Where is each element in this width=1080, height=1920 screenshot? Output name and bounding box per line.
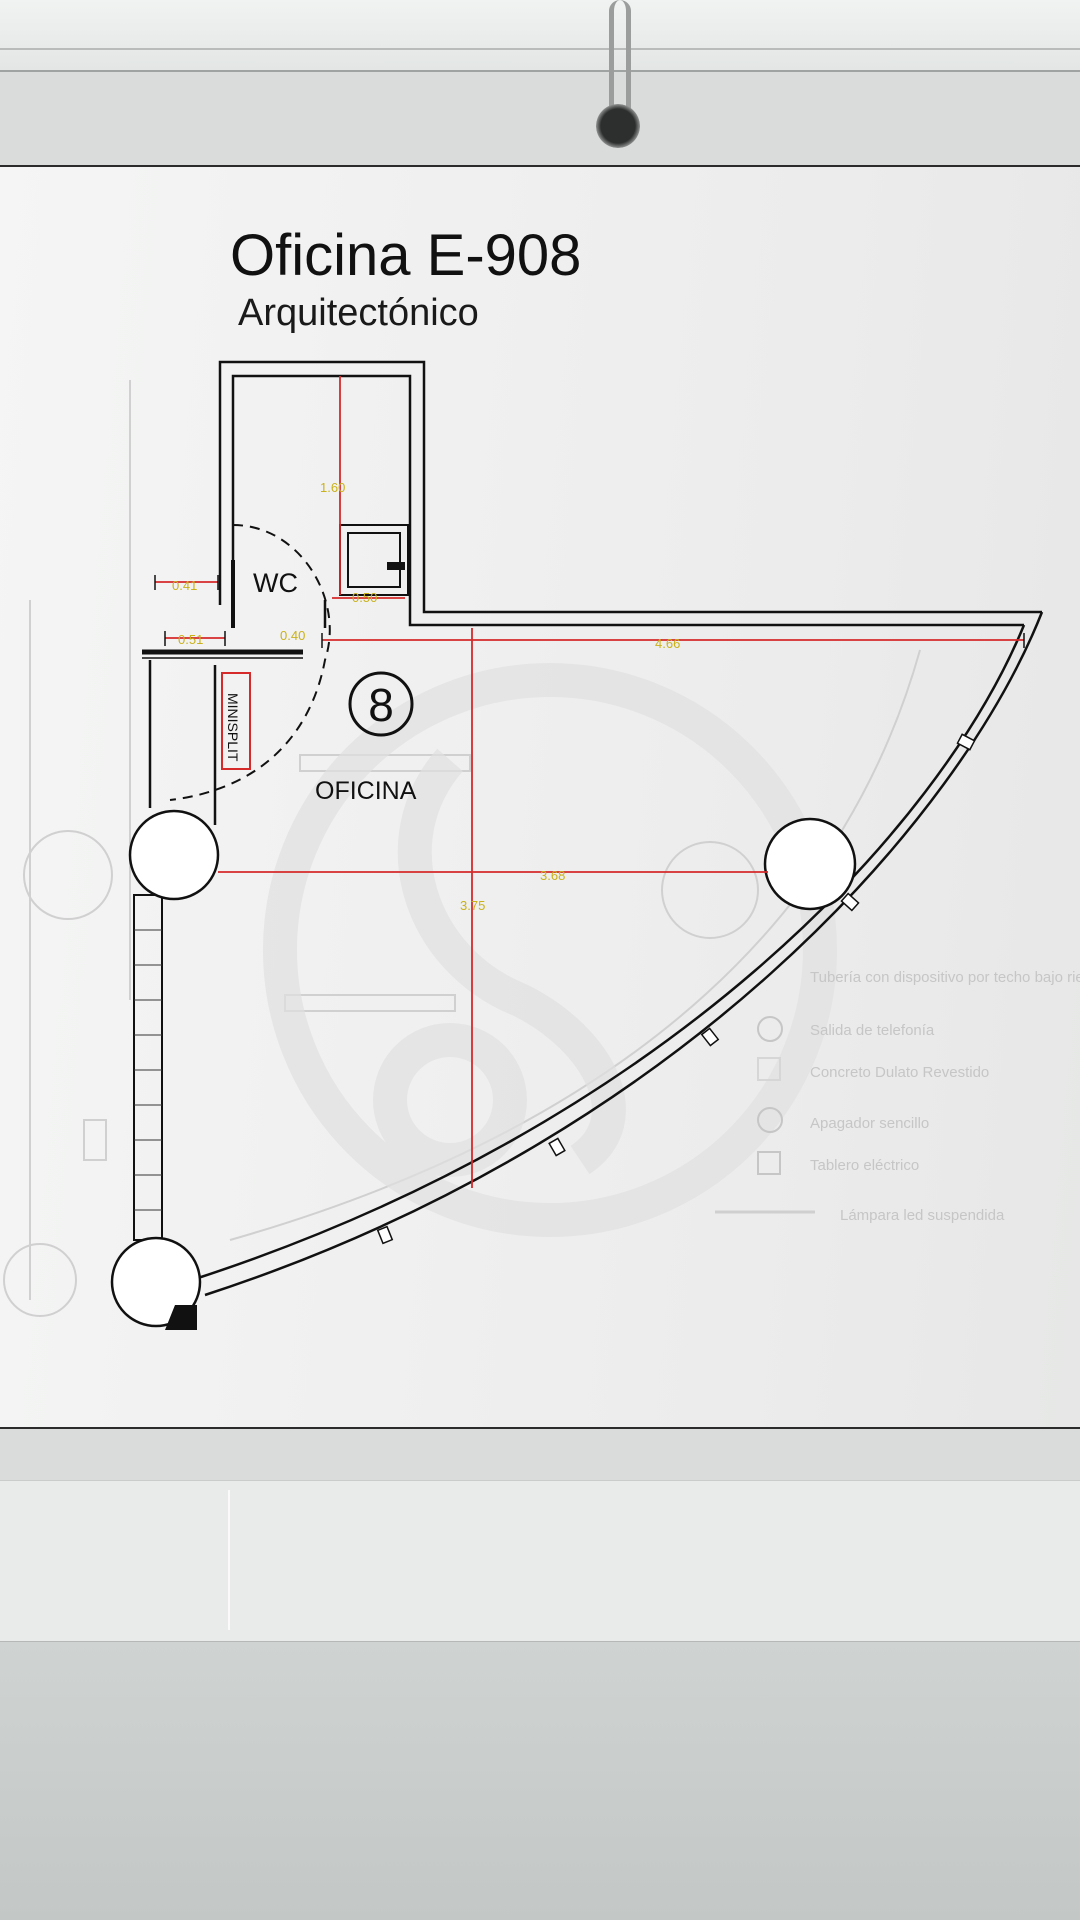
curtain-wall-inner <box>197 624 1026 1280</box>
concrete-swatch-icon <box>757 1057 781 1081</box>
door-swing <box>169 524 331 801</box>
column-base <box>165 1305 197 1330</box>
legend-item: Apagador sencillo <box>810 1115 929 1132</box>
columns <box>110 809 857 1328</box>
minisplit-shaft <box>221 672 251 770</box>
legend-item: Tablero eléctrico <box>810 1157 919 1174</box>
dim-wc-left-b: 0.51 <box>178 632 203 647</box>
toilet-box <box>339 524 409 596</box>
dim-door-gap: 0.40 <box>280 628 305 643</box>
ghost-column <box>3 1243 77 1317</box>
mullions <box>376 733 976 1245</box>
dim-wc-fixture: 0.50 <box>352 590 377 605</box>
dim-top-width: 4.66 <box>655 636 680 651</box>
electric-panel-icon <box>757 1151 781 1175</box>
legend-item: Tubería con dispositivo por techo bajo r… <box>810 969 1080 986</box>
ghost-column <box>661 841 759 939</box>
legend-item: Salida de telefonía <box>810 1022 935 1039</box>
ghost-column <box>23 830 113 920</box>
watermark-logo <box>263 663 837 1237</box>
wc-wall-inner <box>231 374 1024 627</box>
binder-strip <box>0 0 1080 72</box>
legend: Tubería con dispositivo por techo bajo r… <box>715 969 1080 1224</box>
sheet-title: Oficina E-908 <box>230 223 582 288</box>
dim-mid-width: 3.68 <box>540 868 565 883</box>
dimension-ticks <box>154 575 1025 648</box>
minisplit-label: MINISPLIT <box>225 693 241 762</box>
legend-item: Lámpara led suspendida <box>840 1207 1005 1224</box>
phone-outlet-icon <box>757 1016 783 1042</box>
west-wall <box>133 894 163 1241</box>
flush-handle-icon <box>387 562 405 570</box>
ghost-counter <box>284 994 456 1012</box>
binder-hole <box>596 104 640 148</box>
curtain-wall-outer <box>204 611 1044 1297</box>
wall-hatching <box>134 929 162 1211</box>
wc-label: WC <box>253 568 298 598</box>
dim-wc-height: 1.60 <box>320 480 345 495</box>
column <box>110 1236 202 1328</box>
wc-wall-outer <box>218 360 1042 614</box>
toilet-box-inner <box>347 532 401 588</box>
dim-wc-left-a: 0.41 <box>172 578 197 593</box>
room-number-circle <box>348 671 414 737</box>
dimension-lines <box>155 376 1024 1188</box>
plastic-sleeve <box>0 1480 1080 1643</box>
ghost-fixture <box>83 1119 107 1161</box>
dim-office-height: 3.75 <box>460 898 485 913</box>
room-number: 8 <box>368 679 394 731</box>
column <box>128 809 220 901</box>
office-label: OFICINA <box>315 777 417 805</box>
wc-fixture <box>339 524 409 596</box>
legend-item: Concreto Dulato Revestido <box>810 1064 989 1081</box>
column <box>763 817 857 911</box>
background-surface <box>0 1642 1080 1920</box>
plastic-fold <box>228 1490 230 1630</box>
sheet-subtitle: Arquitectónico <box>238 292 479 334</box>
walls <box>133 360 1044 1297</box>
switch-icon <box>757 1107 783 1133</box>
